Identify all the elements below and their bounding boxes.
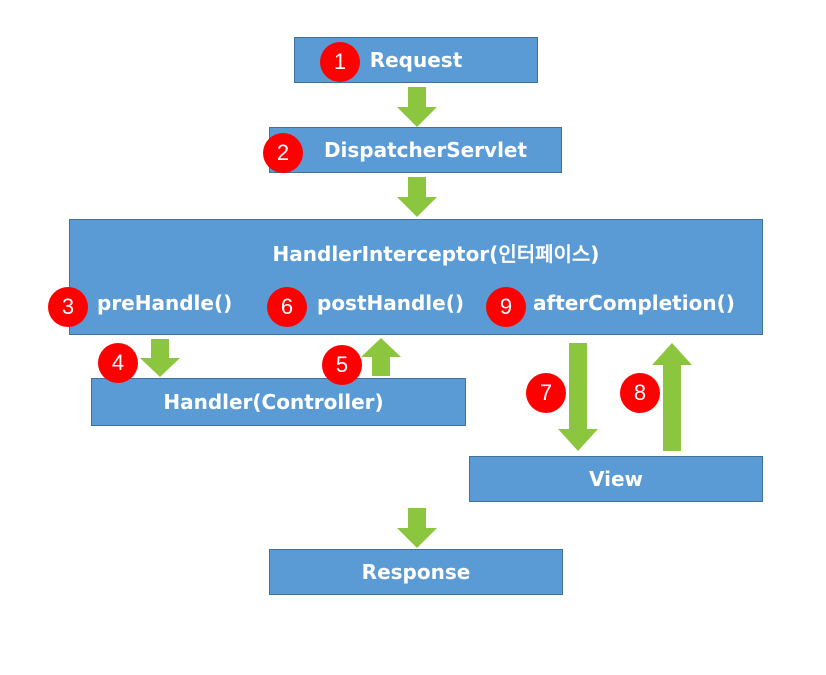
- step-badge-8: 8: [620, 373, 660, 413]
- response-box: Response: [269, 549, 563, 595]
- step-badge-1: 1: [320, 42, 360, 82]
- arrow-view-to-aftercompletion: [652, 343, 692, 451]
- handler-controller-box: Handler(Controller): [91, 378, 466, 426]
- aftercompletion-label: afterCompletion(): [533, 291, 735, 315]
- arrow-view-to-response: [397, 508, 437, 548]
- step-badge-3: 3: [48, 287, 88, 327]
- step-badge-7: 7: [526, 373, 566, 413]
- step-badge-6: 6: [267, 287, 307, 327]
- arrow-handler-to-posthandle: [361, 338, 401, 376]
- arrow-prehandle-to-handler: [140, 339, 180, 377]
- arrow-interceptor-to-view: [558, 343, 598, 451]
- view-label: View: [588, 467, 644, 491]
- arrow-request-to-dispatcher: [397, 87, 437, 127]
- handler-controller-label: Handler(Controller): [163, 390, 384, 414]
- request-label: Request: [369, 48, 463, 72]
- arrow-dispatcher-to-interceptor: [397, 177, 437, 217]
- dispatcher-servlet-label: DispatcherServlet: [323, 138, 528, 162]
- prehandle-label: preHandle(): [97, 291, 233, 315]
- step-badge-9: 9: [486, 287, 526, 327]
- response-label: Response: [361, 560, 471, 584]
- posthandle-label: postHandle(): [317, 291, 465, 315]
- step-badge-4: 4: [98, 343, 138, 383]
- step-badge-2: 2: [263, 133, 303, 173]
- view-box: View: [469, 456, 763, 502]
- step-badge-5: 5: [322, 345, 362, 385]
- handler-interceptor-label: HandlerInterceptor(인터페이스): [272, 242, 600, 266]
- handler-interceptor-box: HandlerInterceptor(인터페이스): [69, 219, 763, 335]
- dispatcher-servlet-box: DispatcherServlet: [269, 127, 562, 173]
